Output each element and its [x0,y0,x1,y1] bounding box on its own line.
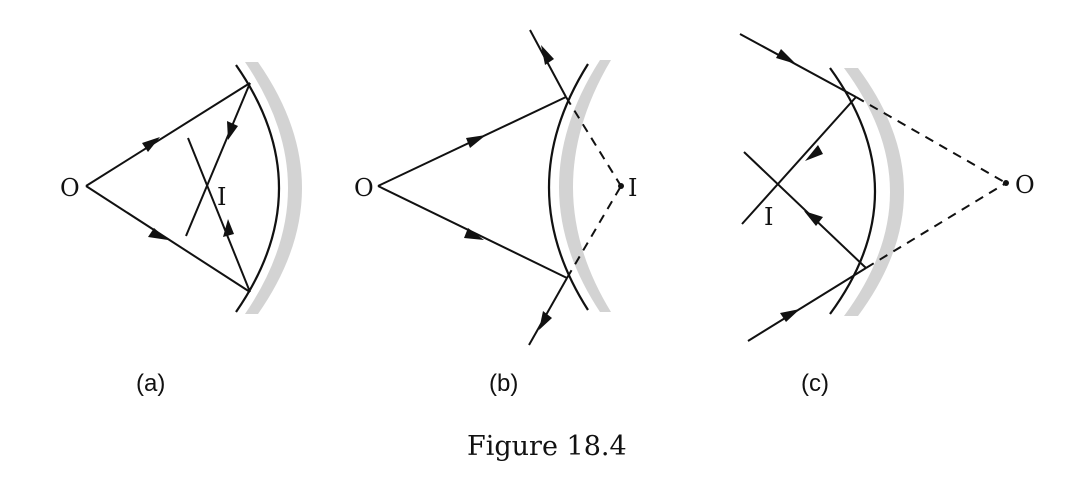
ray-c-virtual-lower [865,182,1007,269]
ray-c-incident-lower [747,267,867,342]
ray-a-reflected-upper [185,82,251,237]
image-label-a: I [217,183,226,211]
image-label-b: I [628,174,637,202]
ray-b-virtual-lower [566,185,622,279]
ray-a-reflected-lower [187,137,251,293]
ray-b-virtual-upper [565,96,622,187]
caption-a: (a) [136,370,165,397]
mirror-c-surface [829,67,876,315]
mirror-a-coating [245,62,302,314]
panel-b: O I (b) [354,29,637,397]
ray-a-incident-upper [85,82,251,187]
ray-c-virtual-upper [855,96,1007,184]
arrow-b-incident-lower [464,228,484,240]
mirror-b-coating [559,60,611,312]
ray-c-reflected-lower [743,151,867,269]
ray-c-reflected-upper [741,96,857,225]
arrow-c-reflected-upper [805,145,823,161]
ray-c-incident-upper [739,33,857,98]
mirror-c-coating [844,68,904,316]
object-label-c: O [1015,171,1035,199]
mirror-a-surface [235,64,280,313]
panel-a: O I (a) [60,62,302,397]
arrow-c-incident-lower [780,309,800,322]
mirror-b-surface [548,63,589,311]
image-point-b [618,183,624,189]
arrow-b-incident-upper [466,135,486,148]
ray-a-incident-lower [85,185,251,293]
panel-c: O I (c) [739,33,1035,397]
figure-title: Figure 18.4 [467,431,627,462]
caption-c: (c) [801,370,829,397]
arrow-c-reflected-lower [804,211,823,226]
object-label-a: O [60,174,80,202]
arrow-a-reflected-lower [223,219,234,237]
arrow-a-incident-lower [148,228,168,240]
ray-b-reflected-upper [529,29,567,98]
object-point-c [1003,180,1009,186]
image-label-c: I [764,203,773,231]
caption-b: (b) [489,370,518,397]
arrow-b-reflected-upper [541,45,554,65]
ray-b-reflected-lower [528,277,568,346]
arrow-c-incident-upper [776,49,796,64]
arrow-a-incident-upper [142,137,160,152]
object-label-b: O [354,174,374,202]
arrow-a-reflected-upper [227,121,238,140]
arrow-b-reflected-lower [539,311,552,330]
